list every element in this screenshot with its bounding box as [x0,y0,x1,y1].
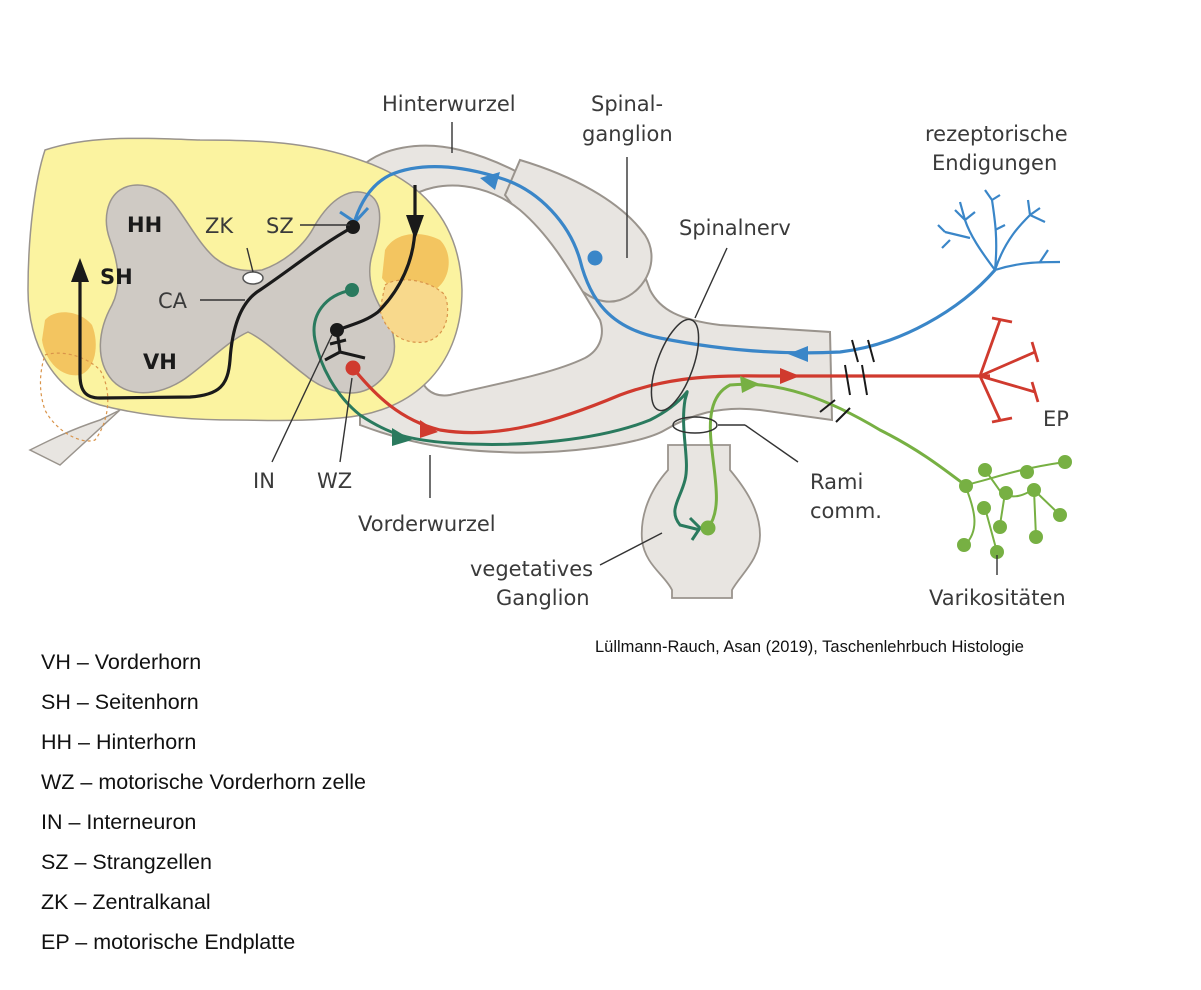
ascending-pathway [78,225,354,400]
label-vorderwurzel: Vorderwurzel [358,512,496,536]
leader-lines [200,122,998,575]
label-vegetatives-1: vegetatives [470,557,593,581]
label-spinalganglion-2: ganglion [582,122,673,146]
abbreviation-legend: VH – Vorderhorn SH – Seitenhorn HH – Hin… [41,648,366,968]
legend-item: IN – Interneuron [41,810,197,834]
legend-item: ZK – Zentralkanal [41,890,211,914]
grey-matter [99,184,396,394]
interneuron-axon [324,329,366,362]
preganglionic-synapse [688,516,702,541]
legend-item: SH – Seitenhorn [41,690,199,714]
motor-arrow-1 [420,420,438,438]
preganglionic-cell [345,283,359,297]
label-vh: VH [143,350,177,374]
spinalnerv-ring [650,318,700,412]
strang-cell [346,220,360,234]
legend-item: HH – Hinterhorn [41,730,197,754]
sensory-ganglion-cell [587,250,603,266]
nucleus-dorsal-right-dashed [379,279,449,343]
label-zk: ZK [205,214,234,238]
label-varikositaeten: Varikositäten [929,586,1066,610]
label-rami-1: Rami [810,470,863,494]
descending-arrow [406,215,424,240]
rami-comm-ring [672,416,718,434]
vegetative-ganglion [640,444,761,599]
label-hh: HH [127,213,162,237]
label-ep: EP [1043,407,1069,431]
sensory-arrow-1 [788,346,808,362]
label-rezeptorische-1: rezeptorische [925,122,1068,146]
legend-item: SZ – Strangzellen [41,850,212,874]
label-spinalnerv: Spinalnerv [679,216,791,240]
legend-item: EP – motorische Endplatte [41,930,296,954]
image-source-caption: Lüllmann-Rauch, Asan (2019), Taschenlehr… [595,638,1024,656]
nucleus-ventral-left [42,312,96,376]
varicosities [957,455,1072,559]
nucleus-ventral-left-dashed [39,352,109,442]
motor-neuron-cell [345,360,361,376]
ascending-arrow [71,258,89,282]
legend-item: WZ – motorische Vorderhorn zelle [41,770,367,794]
central-canal [242,271,264,285]
label-ca: CA [158,289,188,313]
label-sz: SZ [266,214,294,238]
motor-arrow-2 [780,368,800,384]
receptor-endings [937,189,1061,272]
label-sh: SH [100,265,133,289]
label-rezeptorische-2: Endigungen [932,151,1057,175]
label-spinalganglion-1: Spinal- [591,92,663,116]
preganglionic-arrow [392,428,412,446]
motor-endplate [978,316,1040,424]
label-in: IN [253,469,275,493]
label-vegetatives-2: Ganglion [496,586,590,610]
label-rami-2: comm. [810,499,882,523]
label-hinterwurzel: Hinterwurzel [382,92,516,116]
descending-pathway [337,185,417,332]
postganglionic-cell [700,520,716,536]
motor-pathway [351,366,990,435]
spinal-cord-reflex-diagram: Hinterwurzel Spinal- ganglion rezeptoris… [27,92,1072,610]
cord-left-edge [28,409,121,466]
sensory-arrow-2 [480,172,500,190]
nucleus-dorsal-right [382,234,449,294]
legend-item: VH – Vorderhorn [41,650,202,674]
postganglionic-arrow [740,376,760,393]
nerve-break-markers [819,339,875,423]
label-wz: WZ [317,469,352,493]
